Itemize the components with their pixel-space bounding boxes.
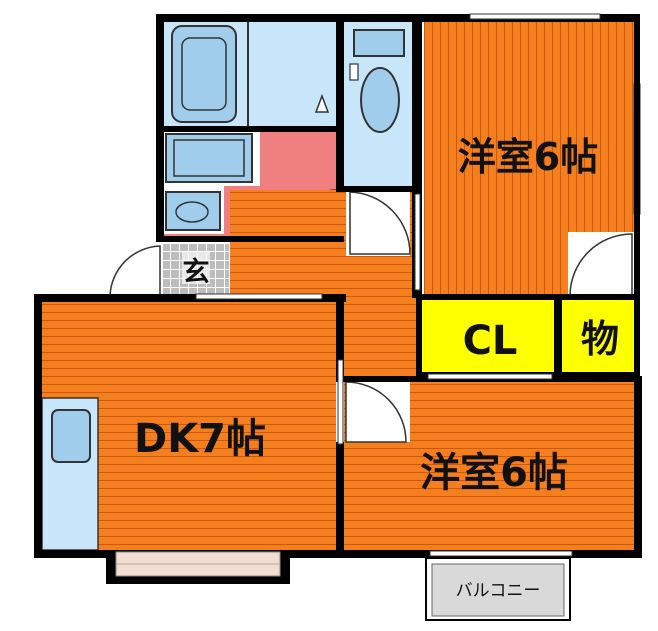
toilet-bowl (360, 67, 400, 133)
toilet-room (344, 16, 416, 188)
openings (115, 13, 601, 577)
western-room-lower: 洋室6帖 (344, 381, 636, 552)
western-room-upper: 洋室6帖 (424, 16, 641, 300)
balcony: バルコニー (425, 557, 571, 621)
washing-machine-pan (165, 191, 221, 231)
entrance: 玄 (109, 244, 229, 297)
bathroom (160, 16, 338, 128)
entrance-label: 玄 (183, 256, 210, 288)
bathtub (171, 25, 237, 123)
dining-kitchen-label: DK7帖 (134, 416, 266, 462)
storage-label: 物 (581, 317, 619, 361)
western-room-upper-label: 洋室6帖 (458, 135, 598, 179)
washbasin (165, 133, 253, 183)
closet-label: CL (463, 318, 518, 364)
western-room-lower-label: 洋室6帖 (420, 450, 568, 496)
toilet-tank (353, 29, 405, 57)
closet: CL (420, 298, 556, 374)
kitchen-sink (51, 409, 91, 463)
balcony-label: バルコニー (456, 581, 541, 601)
dining-kitchen: DK7帖 (40, 300, 336, 552)
hallway (230, 190, 416, 378)
storage: 物 (562, 298, 634, 374)
